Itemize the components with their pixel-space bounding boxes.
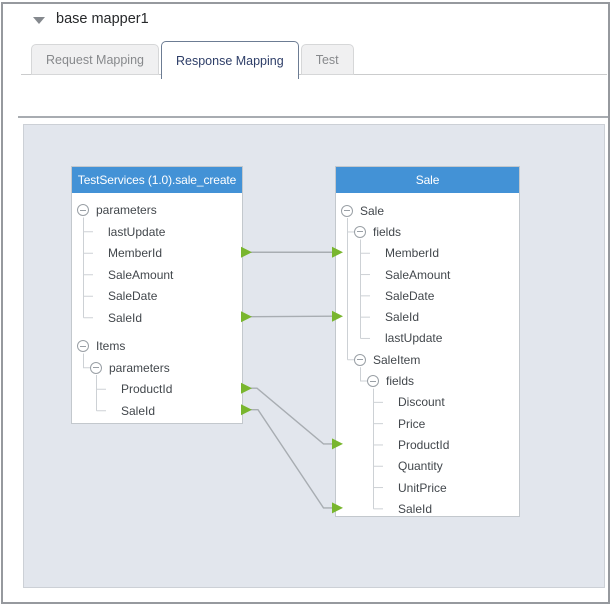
mapping-canvas: TestServices (1.0).sale_create parameter… bbox=[23, 124, 605, 588]
collapse-toggle-icon[interactable] bbox=[354, 225, 366, 238]
tree-node[interactable]: Quantity bbox=[398, 459, 443, 474]
tree-connector-lines bbox=[347, 218, 383, 510]
source-tree: parameters lastUpdate MemberId SaleAmoun… bbox=[72, 193, 242, 425]
tree-node[interactable]: Sale bbox=[336, 200, 519, 221]
tab-test[interactable]: Test bbox=[300, 44, 354, 75]
page-title: base mapper1 bbox=[56, 11, 149, 27]
tab-request-mapping[interactable]: Request Mapping bbox=[31, 44, 159, 75]
target-tree: Sale fields MemberId SaleAmount SaleDate… bbox=[336, 193, 519, 518]
tree-node[interactable]: Items bbox=[72, 336, 242, 358]
collapse-toggle-icon[interactable] bbox=[77, 340, 89, 353]
tree-node[interactable]: SaleId bbox=[398, 501, 433, 516]
tree-node[interactable]: ProductId bbox=[398, 437, 450, 452]
header: base mapper1 bbox=[0, 9, 612, 31]
tree-node[interactable]: Price bbox=[398, 416, 426, 431]
tree-node[interactable]: SaleId bbox=[121, 403, 156, 418]
connection-saleid[interactable] bbox=[241, 310, 343, 323]
tree-node[interactable]: SaleItem bbox=[336, 349, 519, 370]
collapse-toggle-icon[interactable] bbox=[341, 204, 353, 217]
tree-node[interactable]: MemberId bbox=[108, 246, 163, 261]
tab-response-mapping[interactable]: Response Mapping bbox=[160, 41, 299, 79]
tree-node[interactable]: Discount bbox=[398, 395, 445, 410]
tree-node[interactable]: parameters bbox=[72, 200, 242, 222]
tree-node[interactable]: SaleId bbox=[385, 310, 420, 325]
collapse-toggle-icon[interactable] bbox=[367, 375, 379, 388]
tree-node[interactable]: fields bbox=[336, 221, 519, 242]
target-panel: Sale Sale bbox=[335, 166, 520, 517]
tree-node[interactable]: SaleDate bbox=[108, 289, 158, 304]
collapse-toggle-icon[interactable] bbox=[90, 361, 102, 374]
tree-node[interactable]: ProductId bbox=[121, 382, 173, 397]
connection-productid[interactable] bbox=[241, 382, 343, 450]
tree-node[interactable]: UnitPrice bbox=[398, 480, 447, 495]
connection-memberid[interactable] bbox=[241, 246, 343, 258]
collapse-toggle-icon[interactable] bbox=[354, 353, 366, 366]
source-panel-title: TestServices (1.0).sale_create bbox=[72, 167, 242, 193]
tree-node[interactable]: SaleDate bbox=[385, 288, 435, 303]
tree-node[interactable]: SaleAmount bbox=[108, 267, 174, 282]
tree-node[interactable]: MemberId bbox=[385, 246, 440, 261]
tree-connector-lines bbox=[83, 217, 106, 412]
collapse-arrow-icon[interactable] bbox=[33, 17, 45, 24]
tree-node[interactable]: SaleId bbox=[108, 310, 143, 325]
content-divider bbox=[18, 116, 608, 118]
tree-node[interactable]: lastUpdate bbox=[108, 224, 166, 239]
tree-node[interactable]: parameters bbox=[72, 357, 242, 379]
tree-node[interactable]: lastUpdate bbox=[385, 331, 443, 346]
collapse-toggle-icon[interactable] bbox=[77, 204, 89, 217]
tab-strip: Request Mapping Response Mapping Test bbox=[31, 41, 354, 79]
source-panel: TestServices (1.0).sale_create parameter… bbox=[71, 166, 243, 424]
connection-item-saleid[interactable] bbox=[241, 404, 343, 514]
tree-node[interactable]: fields bbox=[336, 370, 519, 391]
tree-node[interactable]: SaleAmount bbox=[385, 267, 451, 282]
target-panel-title: Sale bbox=[336, 167, 519, 193]
